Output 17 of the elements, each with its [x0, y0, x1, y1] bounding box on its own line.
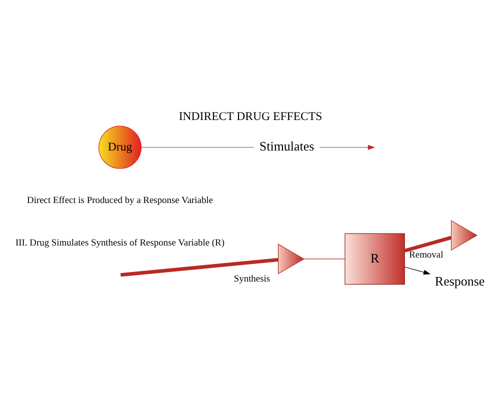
node-triangle	[450, 220, 478, 250]
node-text: Stimulates	[258, 138, 314, 154]
label: III. Drug Simulates Synthesis of Response Variable (R)	[15, 238, 224, 248]
arrow	[318, 144, 374, 150]
connector	[120, 257, 278, 276]
node-box: R	[344, 232, 404, 284]
connector	[303, 258, 345, 259]
label: Direct Effect is Produced by a Response Variable	[26, 195, 213, 206]
node-triangle	[277, 243, 304, 274]
connector	[140, 146, 254, 148]
node-circle: Drug	[98, 125, 142, 168]
node-label: Synthesis	[233, 274, 270, 284]
diagram-title: INDIRECT DRUG EFFECTS	[178, 108, 322, 123]
node-text: Response	[434, 272, 484, 288]
arrow	[404, 266, 430, 274]
node-label: Removal	[408, 250, 443, 260]
connector	[404, 235, 452, 252]
